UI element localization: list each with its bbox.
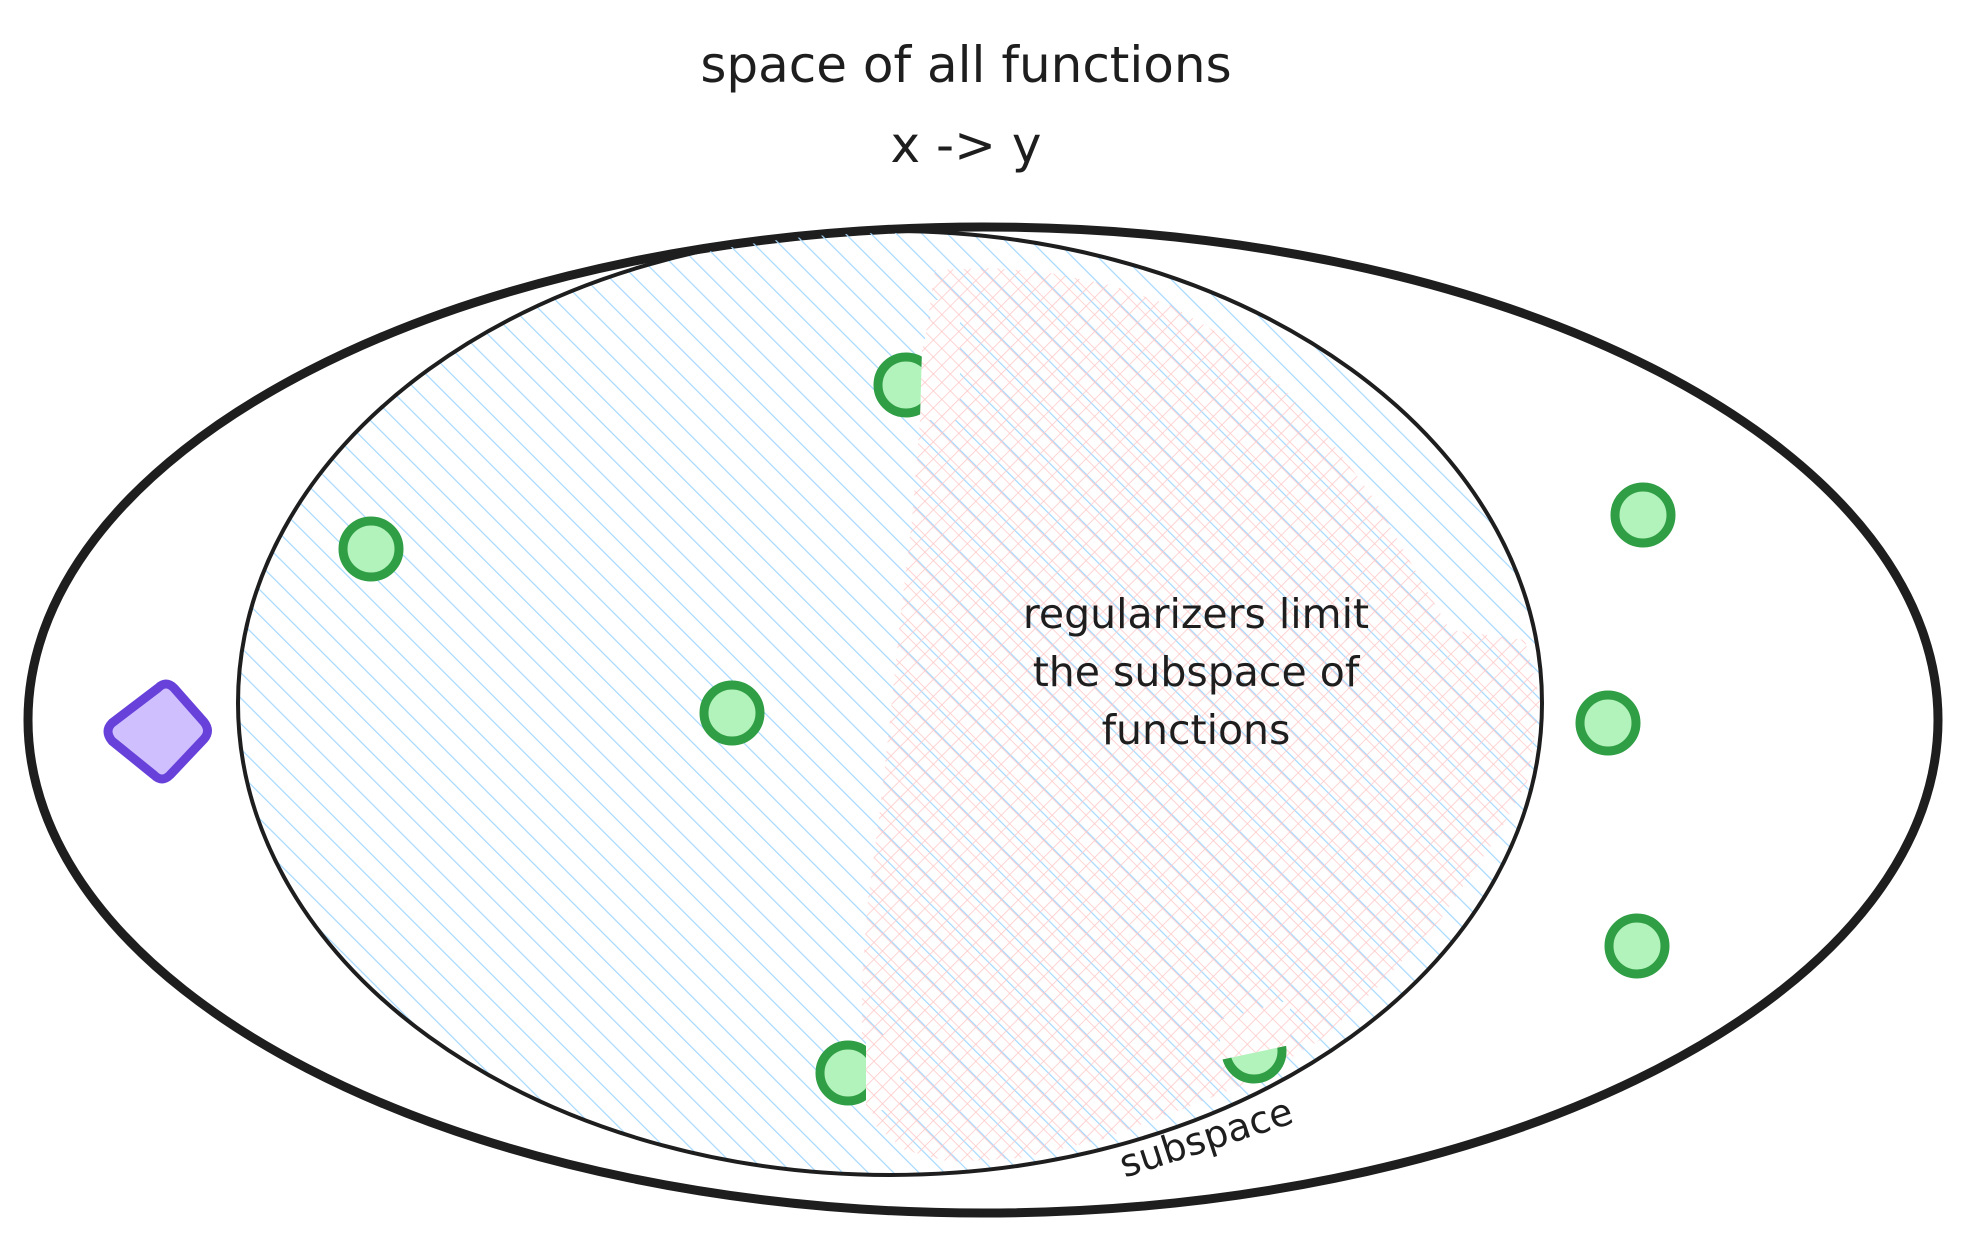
region-overlay-bottom-left-hatch (866, 1030, 900, 1110)
subspace-ellipse (236, 229, 1544, 1177)
regularized-region (862, 268, 1540, 1162)
function-points (338, 352, 1676, 1106)
function-point (1604, 913, 1670, 979)
region-overlay-bottom-right-hatch (1220, 1000, 1290, 1060)
function-point (1610, 482, 1676, 548)
outer-function-space-ellipse (23, 222, 1943, 1218)
region-overlay-group (866, 300, 1290, 1110)
annotation-line3: functions (1102, 706, 1291, 754)
region-overlay-top-hatch (920, 300, 960, 420)
annotation-line2: the subspace of (1033, 648, 1361, 696)
function-point (1575, 690, 1641, 756)
function-point (338, 516, 404, 582)
diagram-title-line1: space of all functions (700, 36, 1231, 94)
regularized-region-group (862, 268, 1540, 1162)
diagram-title-line2: x -> y (891, 116, 1042, 174)
diamond-icon (103, 679, 212, 784)
annotation-line1: regularizers limit (1023, 590, 1369, 638)
function-point (699, 680, 765, 746)
target-function-marker (103, 679, 212, 784)
